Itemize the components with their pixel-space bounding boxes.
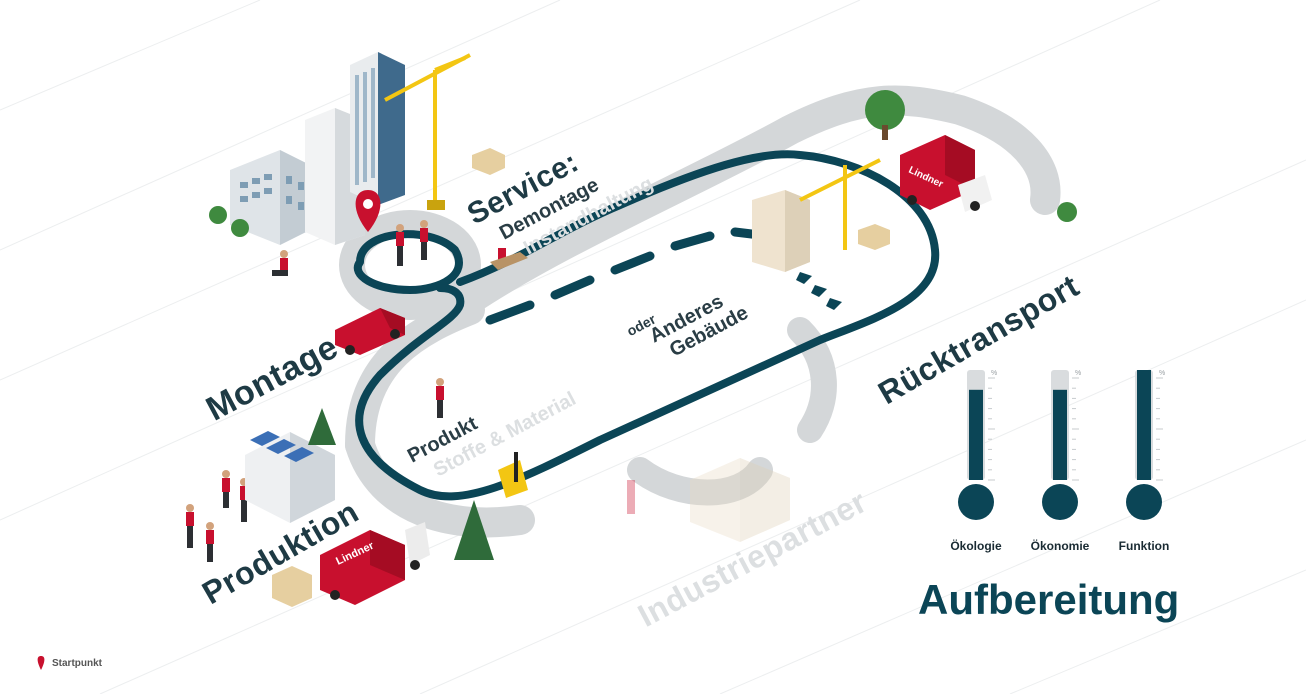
title-aufbereitung: Aufbereitung [918,576,1180,623]
direction-arrows-icon [796,272,842,310]
gauge-label-oekologie: Ökologie [950,539,1002,553]
gauges-group: %%% [958,370,1165,520]
van-icon [335,308,405,355]
workers [186,220,528,562]
legend-label: Startpunkt [52,657,102,669]
thermometer-bulb [1042,484,1078,520]
pin-icon [37,656,45,670]
factory-icon [245,431,335,523]
thermometer-unit: % [1159,370,1165,377]
crane-base [427,200,445,210]
thermometer-1: % [1042,370,1081,520]
construction-building [752,190,810,272]
thermometer-unit: % [991,370,997,377]
thermometer-fill [1053,389,1067,480]
tree-icon [209,90,1077,560]
industry-partner-building [627,458,790,542]
thermometer-fill [969,389,983,480]
legend: Startpunkt [36,656,102,670]
truck-icon [900,135,992,212]
thermometer-bulb [1126,484,1162,520]
thermometer-unit: % [1075,370,1081,377]
gauge-label-funktion: Funktion [1118,539,1170,553]
thermometer-bulb [958,484,994,520]
crane-icon [384,53,471,210]
pallet-icon [272,148,890,607]
crane-right-icon [799,158,881,250]
city-buildings [230,52,405,245]
truck-icon-2 [320,522,430,605]
thermometer-2: % [1126,370,1165,520]
thermometer-fill [1137,370,1151,480]
thermometer-0: % [958,370,997,520]
gauge-label-oekonomie: Ökonomie [1030,539,1090,553]
startpoint-pin-icon [355,190,381,232]
track [353,150,940,501]
forklift-icon [498,452,528,498]
